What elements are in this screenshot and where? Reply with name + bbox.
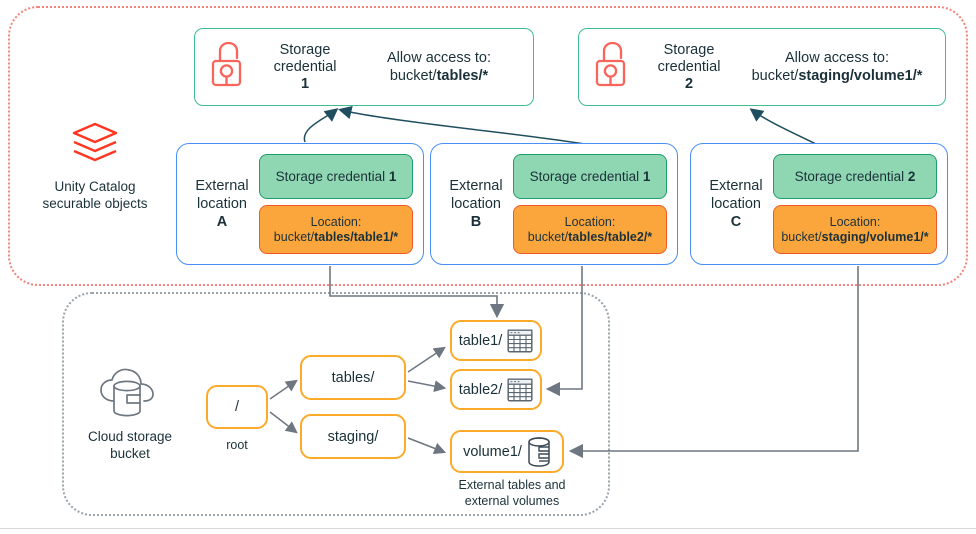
- tree-node-table1[interactable]: table1/: [450, 320, 542, 361]
- external-location-letter: A: [216, 214, 228, 230]
- location-chip-path: tables/table2/*: [568, 229, 653, 244]
- tree-node-staging[interactable]: staging/: [300, 414, 406, 459]
- location-chip-prefix: bucket/: [781, 229, 822, 244]
- storage-credential-1-card[interactable]: Storage credential 1 Allow access to: bu…: [194, 28, 534, 106]
- external-location-c-location-chip[interactable]: Location: bucket/staging/volume1/*: [773, 205, 937, 254]
- tree-node-volume1[interactable]: volume1/: [450, 430, 564, 473]
- location-chip-path: tables/table1/*: [314, 229, 399, 244]
- external-location-name-line1: External: [195, 178, 249, 194]
- external-location-c-credential-chip[interactable]: Storage credential 2: [773, 154, 937, 199]
- credential-chip-label: Storage credential: [275, 169, 386, 184]
- external-location-c-card[interactable]: External location C Storage credential 2…: [690, 143, 948, 265]
- credential-chip-number: 1: [388, 169, 397, 184]
- table-grid-icon: [507, 328, 533, 353]
- tree-root-caption: root: [226, 438, 248, 452]
- external-location-name-line2: location: [451, 196, 501, 212]
- location-chip-label: Location:: [310, 214, 362, 229]
- credential-number: 1: [300, 75, 310, 92]
- credential-number: 2: [684, 75, 694, 92]
- allow-access-label: Allow access to:: [785, 50, 889, 66]
- allow-access-label: Allow access to:: [387, 50, 491, 66]
- external-location-b-card[interactable]: External location B Storage credential 1…: [430, 143, 678, 265]
- external-location-a-credential-chip[interactable]: Storage credential 1: [259, 154, 413, 199]
- location-chip-prefix: bucket/: [273, 229, 315, 244]
- tree-node-tables[interactable]: tables/: [300, 355, 406, 400]
- credential-chip-number: 2: [907, 169, 916, 184]
- external-location-name-line2: location: [197, 196, 247, 212]
- external-location-a-name: External location A: [185, 177, 259, 231]
- tree-node-label: table2/: [458, 381, 503, 398]
- bottom-divider: [0, 528, 976, 529]
- external-location-a-card[interactable]: External location A Storage credential 1…: [176, 143, 424, 265]
- tree-node-label: /: [234, 399, 240, 415]
- open-padlock-icon: [209, 41, 247, 94]
- tree-leaves-caption: External tables and external volumes: [458, 478, 566, 508]
- credential-chip-number: 1: [642, 169, 651, 184]
- external-location-a-location-chip[interactable]: Location: bucket/tables/table1/*: [259, 205, 413, 254]
- allow-path-value: staging/volume1/*: [798, 68, 923, 84]
- credential-chip-label: Storage credential: [794, 169, 905, 184]
- volume-cylinder-icon: [527, 436, 551, 467]
- table-grid-icon: [507, 377, 533, 402]
- location-chip-prefix: bucket/: [527, 229, 569, 244]
- external-location-name-line1: External: [709, 178, 763, 194]
- unity-catalog-legend: Unity Catalog securable objects: [20, 118, 170, 212]
- storage-credential-1-title: Storage credential 1: [259, 42, 351, 93]
- external-location-b-credential-chip[interactable]: Storage credential 1: [513, 154, 667, 199]
- storage-credential-2-allow: Allow access to: bucket/staging/volume1/…: [735, 49, 931, 85]
- storage-credential-2-card[interactable]: Storage credential 2 Allow access to: bu…: [578, 28, 946, 106]
- arrow-extlocC-to-volume1: [568, 266, 859, 459]
- external-location-a-stack: Storage credential 1 Location: bucket/ta…: [259, 152, 413, 256]
- credential-title-line1: Storage: [279, 41, 331, 58]
- storage-credential-1-allow: Allow access to: bucket/tables/*: [351, 49, 519, 85]
- cloud-storage-legend: Cloud storage bucket: [55, 368, 205, 462]
- allow-path-prefix: bucket/: [751, 68, 799, 84]
- tree-node-label: volume1/: [463, 443, 522, 460]
- location-chip-label: Location:: [564, 214, 616, 229]
- external-location-name-line1: External: [449, 178, 503, 194]
- external-location-c-stack: Storage credential 2 Location: bucket/st…: [773, 152, 937, 256]
- credential-title-line2: credential: [273, 58, 337, 75]
- external-location-b-location-chip[interactable]: Location: bucket/tables/table2/*: [513, 205, 667, 254]
- credential-title-line1: Storage: [663, 41, 715, 58]
- unity-catalog-legend-label: Unity Catalog securable objects: [42, 179, 148, 211]
- credential-title-line2: credential: [657, 58, 721, 75]
- tree-node-label: table1/: [458, 332, 503, 349]
- cloud-storage-legend-label: Cloud storage bucket: [87, 429, 173, 461]
- external-location-b-name: External location B: [439, 177, 513, 231]
- tree-node-label: tables/: [331, 369, 375, 386]
- external-location-letter: C: [730, 214, 742, 230]
- allow-path-prefix: bucket/: [389, 68, 437, 84]
- external-location-letter: B: [470, 214, 482, 230]
- tree-node-label: staging/: [327, 428, 379, 445]
- allow-path-value: tables/*: [436, 68, 489, 84]
- external-location-name-line2: location: [711, 196, 761, 212]
- tree-node-table2[interactable]: table2/: [450, 369, 542, 410]
- databricks-layers-icon: [20, 118, 170, 170]
- open-padlock-icon: [593, 41, 631, 94]
- cloud-database-icon: [55, 368, 205, 420]
- credential-chip-label: Storage credential: [529, 169, 640, 184]
- external-location-c-name: External location C: [699, 177, 773, 231]
- external-location-b-stack: Storage credential 1 Location: bucket/ta…: [513, 152, 667, 256]
- tree-node-root[interactable]: /: [206, 385, 268, 429]
- location-chip-label: Location:: [829, 214, 881, 229]
- location-chip-path: staging/volume1/*: [821, 229, 929, 244]
- storage-credential-2-title: Storage credential 2: [643, 42, 735, 93]
